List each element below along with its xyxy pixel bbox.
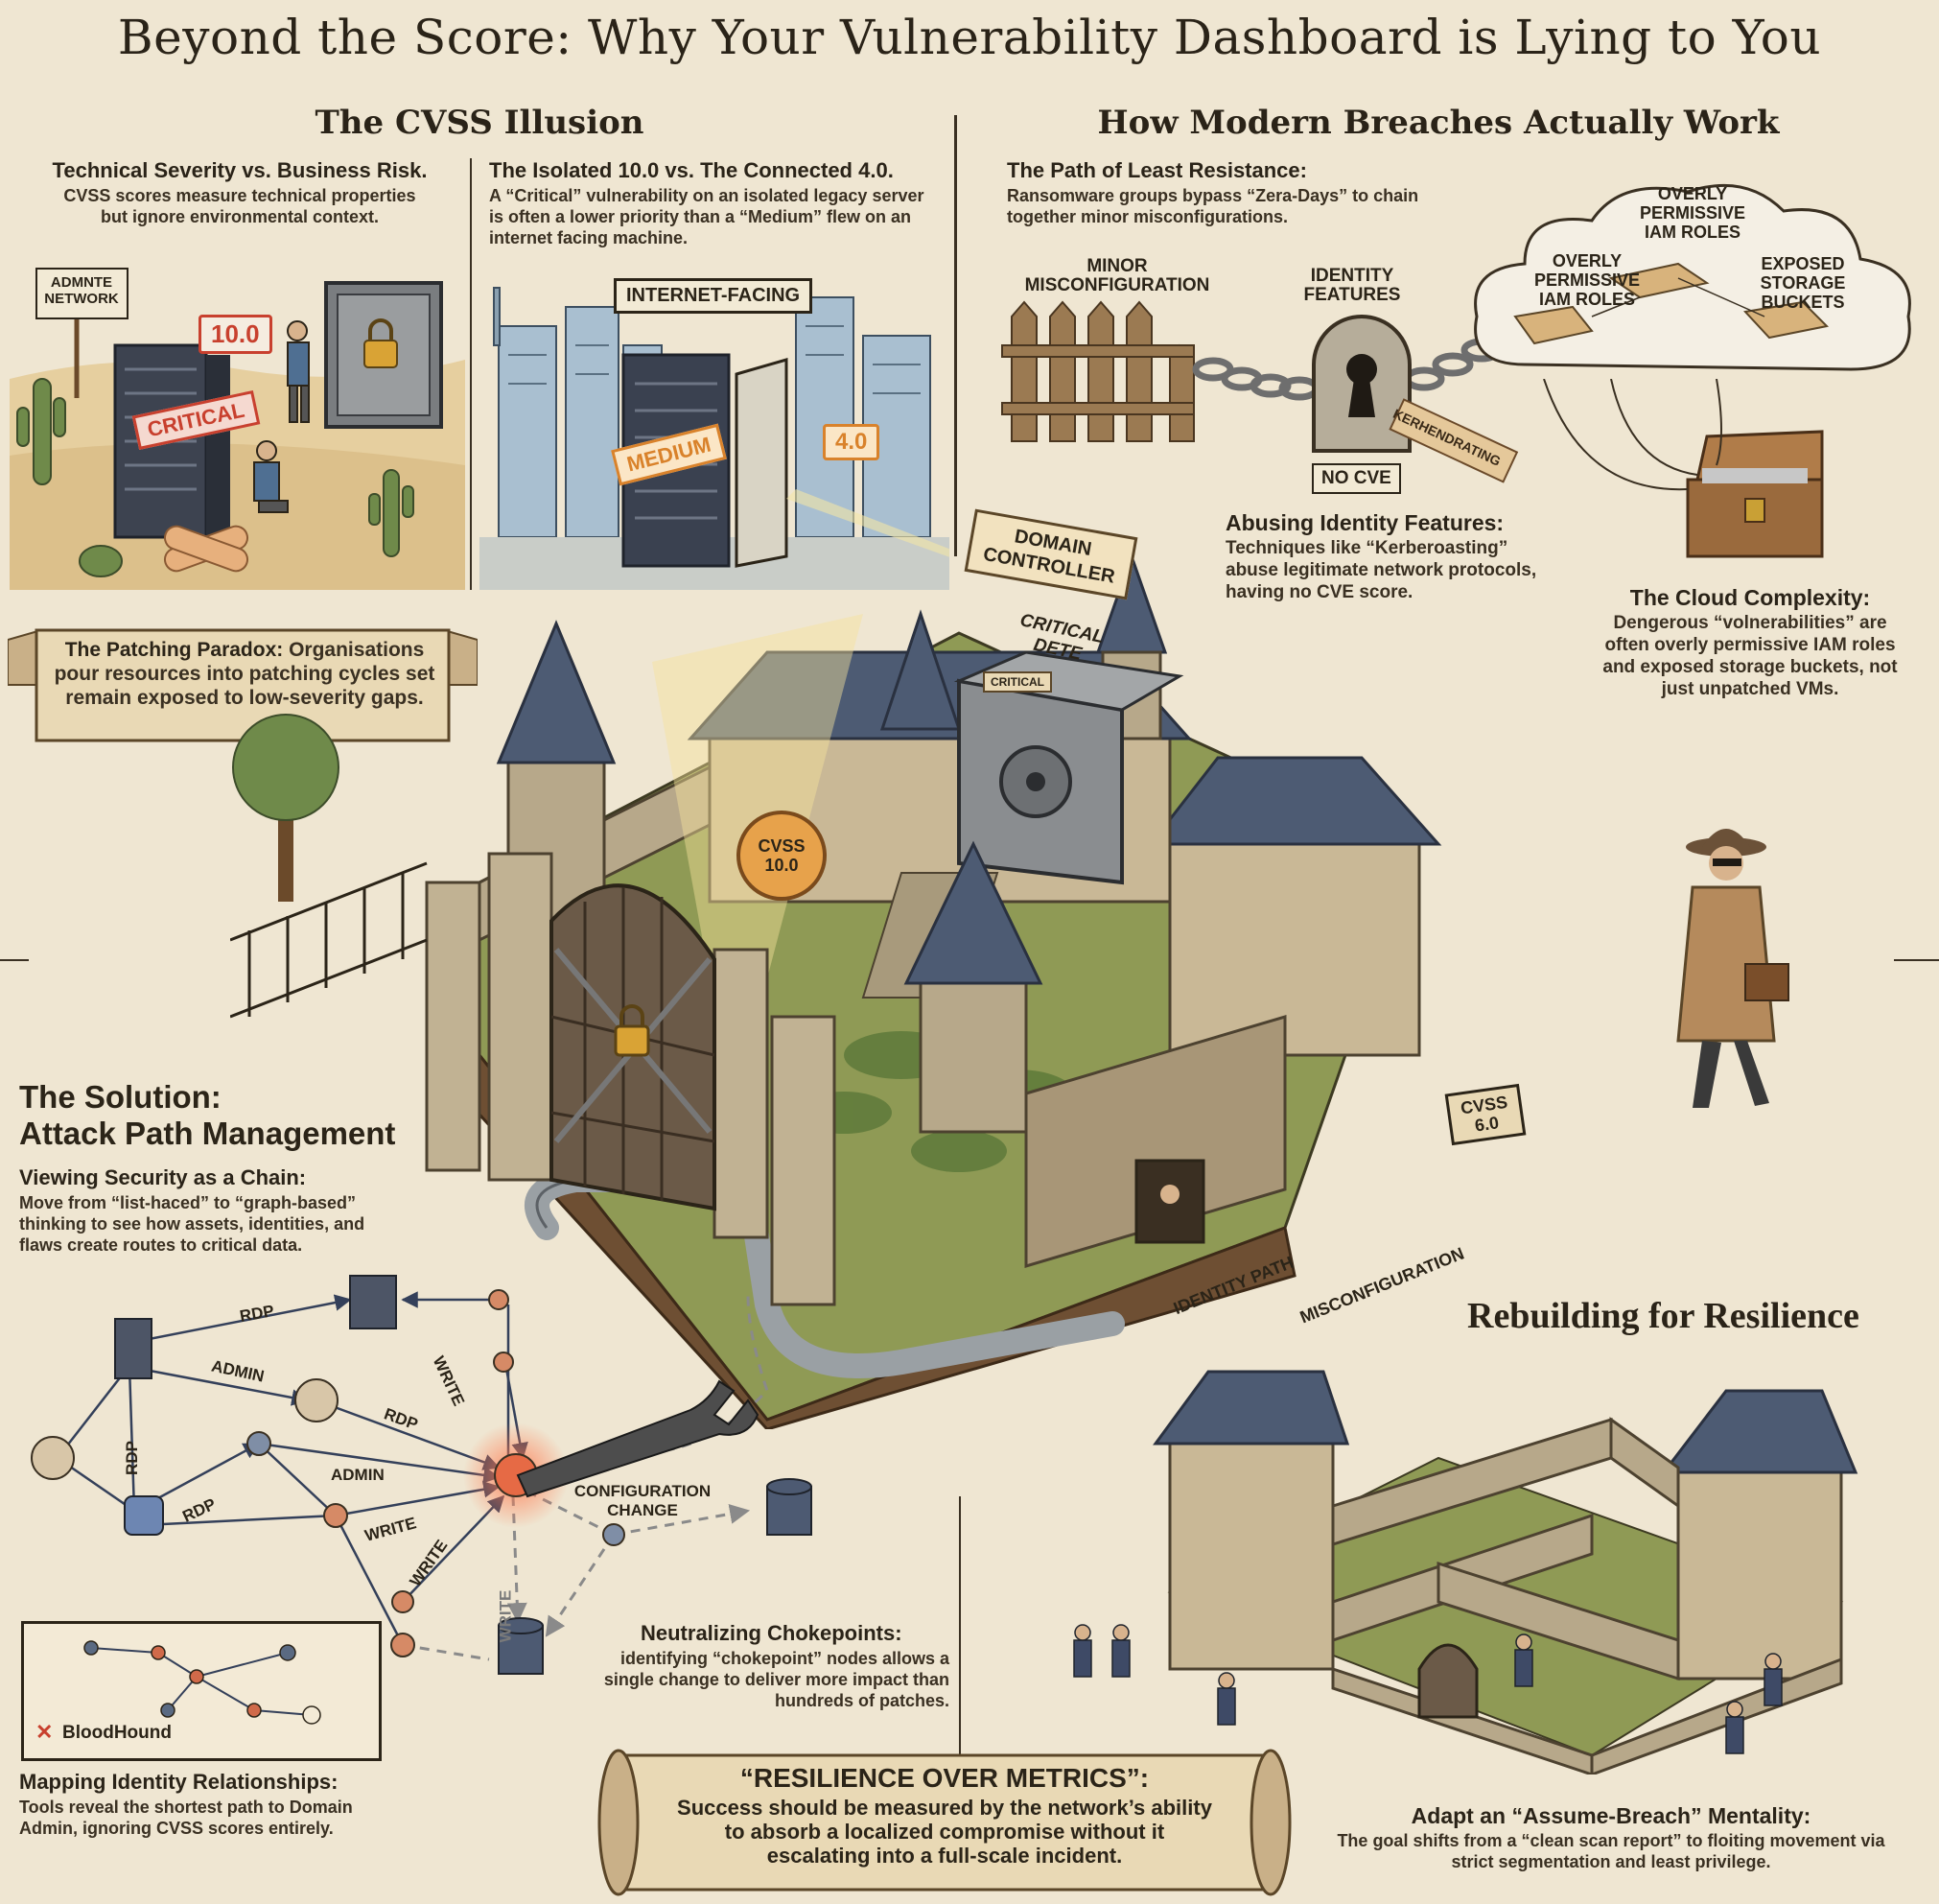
worker-figure-icon — [253, 320, 310, 513]
bandage-icon — [163, 525, 249, 573]
cvss-col2-body: A “Critical” vulnerability on an isolate… — [489, 186, 924, 247]
patching-banner — [8, 628, 478, 742]
chokepoint-title: Neutralizing Chokepoints: — [641, 1621, 902, 1645]
divider-bottom-vertical — [959, 1496, 961, 1813]
city-scene — [479, 287, 949, 590]
cvss-col1-title: Technical Severity vs. Business Risk. — [52, 158, 428, 182]
divider-left-horizontal — [0, 959, 29, 961]
cvss-6-tag: CVSS 6.0 — [1444, 1083, 1527, 1146]
attack-graph — [31, 1275, 812, 1675]
rebuilt-building-illustration — [1073, 1370, 1858, 1775]
patching-lead: The Patching Paradox: — [64, 639, 284, 661]
user-node-icon — [31, 1378, 339, 1536]
solution-heading-line2: Attack Path Management — [19, 1116, 396, 1151]
castle-illustration — [230, 552, 1442, 1429]
storage-buckets-label: EXPOSED STORAGE BUCKETS — [1760, 254, 1846, 312]
abuse-title: Abusing Identity Features: — [1226, 510, 1505, 535]
cloud-icon — [1474, 183, 1911, 371]
bloodhound-panel: ✕ BloodHound — [21, 1621, 382, 1761]
cloud-to-chest-lines — [1543, 379, 1722, 491]
bloodhound-mini-graph — [83, 1640, 321, 1725]
mapping-body: Tools reveal the shortest path to Domain… — [19, 1798, 353, 1838]
divider-cvss-columns — [470, 158, 472, 590]
config-change-label: CONFIGURATION CHANGE — [573, 1482, 712, 1519]
score-10-tag: 10.0 — [199, 315, 272, 354]
page-title: Beyond the Score: Why Your Vulnerability… — [117, 10, 1822, 65]
abuse-body: Techniques like “Kerberoasting” abuse le… — [1226, 538, 1537, 602]
open-door-icon — [735, 358, 788, 568]
divider-top-vertical — [954, 115, 957, 556]
internet-facing-sign: INTERNET-FACING — [614, 278, 813, 314]
vault-small-plate: CRITICAL — [983, 671, 1052, 693]
cvss-col1-body: CVSS scores measure technical properties… — [63, 186, 416, 226]
desert-scene — [10, 268, 465, 590]
cloud-body: Dengerous “volnerabilities” are often ov… — [1602, 613, 1898, 699]
solution-heading: The Solution: Attack Path Management — [19, 1079, 479, 1152]
edge-rdp-3: RDP — [122, 1441, 141, 1475]
patching-paradox-text: The Patching Paradox: Organisations pour… — [48, 638, 441, 710]
cvss-col2-title: The Isolated 10.0 vs. The Connected 4.0. — [489, 158, 894, 182]
cloud-title: The Cloud Complexity: — [1629, 585, 1871, 610]
breaches-heading: How Modern Breaches Actually Work — [1097, 104, 1780, 142]
no-cve-badge: NO CVE — [1312, 463, 1401, 494]
attacker-figure-icon — [1676, 829, 1789, 1108]
fence-icon — [1001, 300, 1195, 442]
bloodhound-label: BloodHound — [62, 1723, 172, 1743]
resilience-scroll — [597, 1749, 1292, 1896]
mapping-title: Mapping Identity Relationships: — [19, 1770, 339, 1794]
iam-roles-top-label: OVERLY PERMISSIVE IAM ROLES — [1639, 184, 1746, 242]
server-node-icon — [114, 1275, 397, 1379]
cvss-10-seal: CVSS 10.0 — [736, 811, 827, 901]
guard-figure-icon — [1073, 1624, 1783, 1754]
keyhole-lock-icon — [1312, 315, 1412, 453]
assume-breach-title: Adapt an “Assume-Breach” Mentality: — [1411, 1803, 1811, 1828]
edge-write-4: WRITE — [496, 1589, 515, 1643]
patching-body: Organisations pour resources into patchi… — [54, 639, 435, 709]
minor-misconfig-label: MINOR MISCONFIGURATION — [1024, 256, 1210, 295]
chain-icon — [1192, 321, 1531, 401]
vault-icon — [324, 281, 443, 429]
treasure-chest-icon — [1686, 430, 1824, 558]
score-4-tag: 4.0 — [823, 424, 880, 460]
wrench-icon — [516, 1379, 759, 1498]
assume-breach-body: The goal shifts from a “clean scan repor… — [1337, 1831, 1885, 1871]
iam-roles-left-label: OVERLY PERMISSIVE IAM ROLES — [1533, 251, 1641, 309]
identity-features-label: IDENTITY FEATURES — [1303, 266, 1401, 305]
bloodhound-logo-icon: ✕ — [35, 1720, 54, 1744]
divider-right-horizontal — [1894, 959, 1939, 961]
admin-network-sign: ADMNTE NETWORK — [44, 274, 119, 307]
cvss-10-seal-text: CVSS 10.0 — [758, 836, 806, 875]
database-node-icon — [498, 1478, 812, 1675]
chain-title: Viewing Security as a Chain: — [19, 1165, 307, 1189]
cvss-illusion-heading: The CVSS Illusion — [315, 104, 644, 142]
path-body: Ransomware groups bypass “Zera-Days” to … — [1007, 186, 1419, 226]
resilience-quote-title: “RESILIENCE OVER METRICS”: — [739, 1763, 1150, 1793]
edge-admin-2: ADMIN — [331, 1466, 385, 1484]
rebuilding-heading: Rebuilding for Resilience — [1467, 1296, 1859, 1336]
resilience-quote-body: Success should be measured by the networ… — [677, 1796, 1212, 1868]
path-title: The Path of Least Resistance: — [1007, 158, 1307, 182]
chain-scene — [1001, 300, 1531, 483]
chokepoint-body: identifying “chokepoint” nodes allows a … — [603, 1649, 949, 1710]
solution-heading-line1: The Solution: — [19, 1079, 222, 1115]
chain-body: Move from “list-haced” to “graph-based” … — [19, 1193, 365, 1255]
cactus-icon — [16, 378, 414, 577]
